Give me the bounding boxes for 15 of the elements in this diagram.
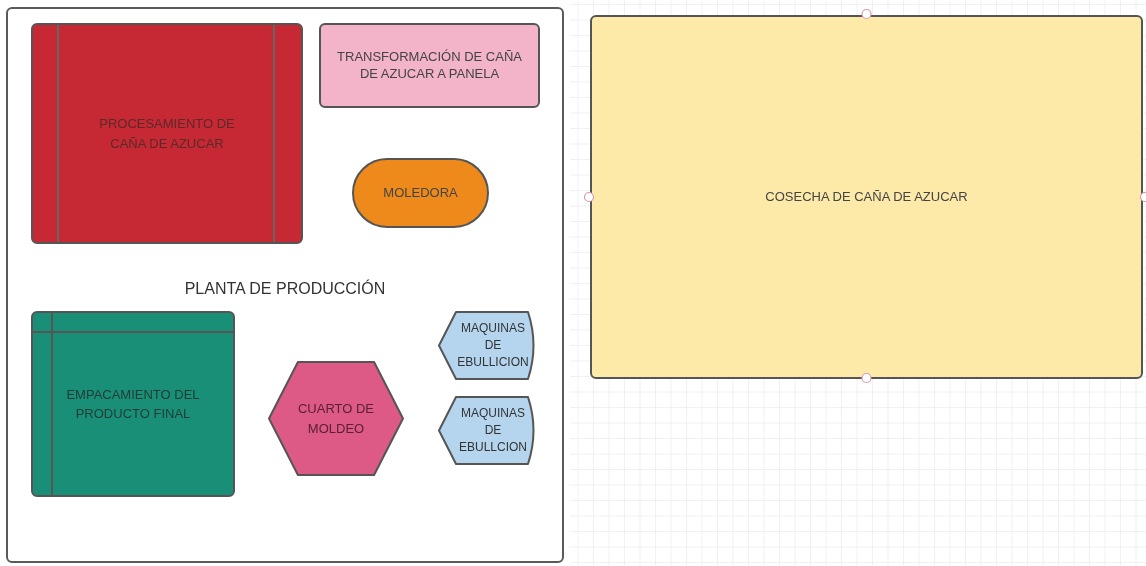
shape-label: TRANSFORMACIÓN DE CAÑA DE AZUCAR A PANELA <box>336 49 523 82</box>
plant-area <box>6 7 564 563</box>
shape-label: MOLEDORA <box>383 184 458 203</box>
shape-label: EMPACAMIENTO DEL PRODUCTO FINAL <box>65 385 201 423</box>
shape-label: CUARTO DE MOLDEO <box>296 400 376 438</box>
process-box <box>319 23 540 108</box>
process-box <box>31 23 303 244</box>
process-box <box>590 15 1143 379</box>
area-title: PLANTA DE PRODUCCIÓN <box>183 278 387 299</box>
shape-label: COSECHA DE CAÑA DE AZUCAR <box>765 188 968 207</box>
shape-label: MAQUINAS DE EBULLCION <box>458 405 528 456</box>
hexagon-shape <box>268 361 404 476</box>
shape-label: PROCESAMIENTO DE CAÑA DE AZUCAR <box>98 115 236 153</box>
shape-label: MAQUINAS DE EBULLICION <box>456 320 530 371</box>
storage-box <box>31 311 235 497</box>
